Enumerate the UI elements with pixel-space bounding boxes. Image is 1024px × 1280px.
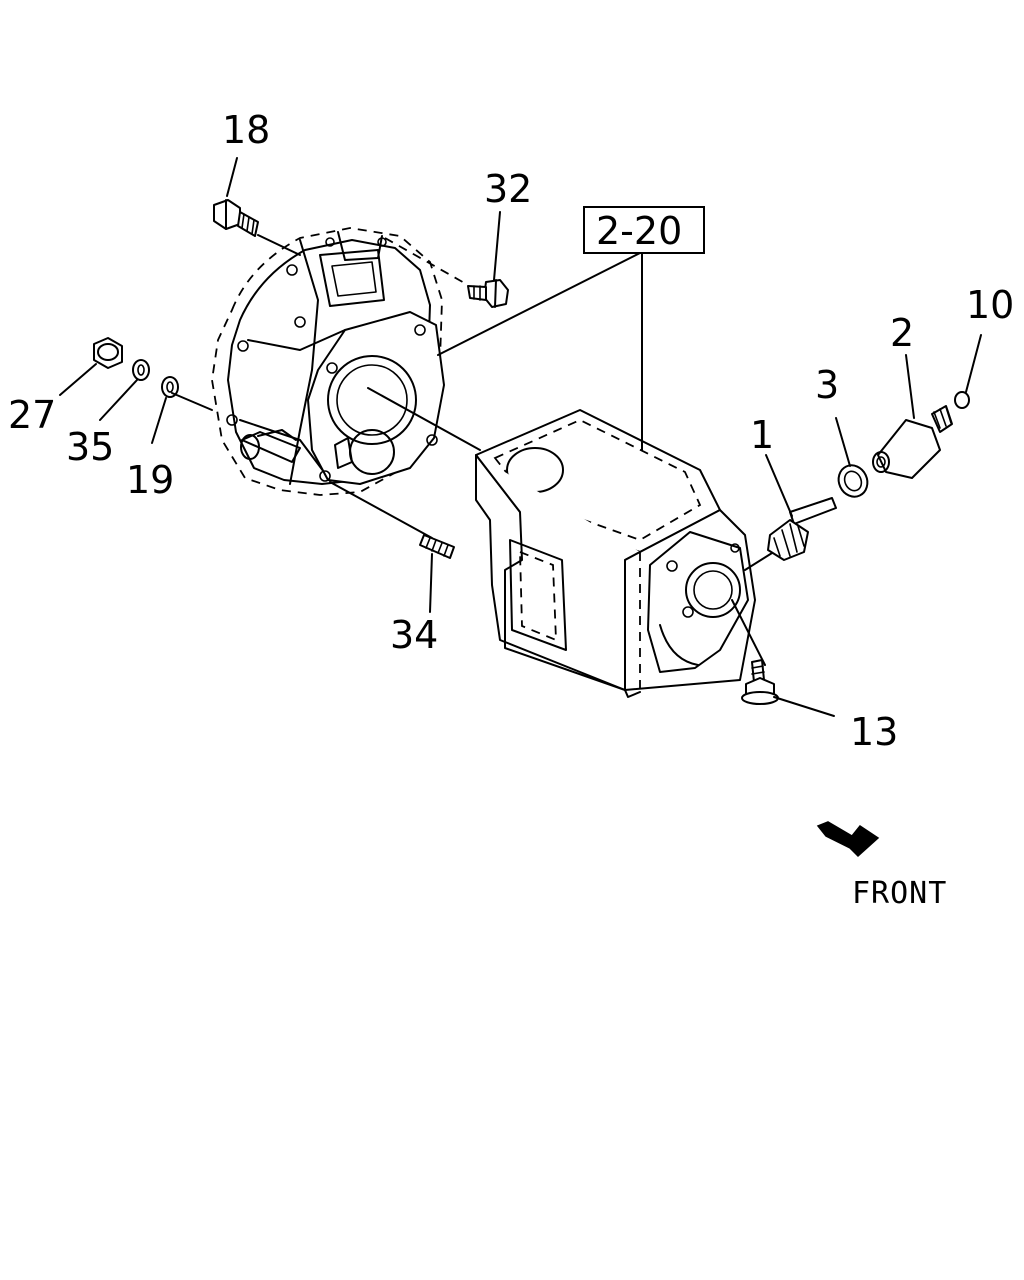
callout-32: 32 <box>484 167 532 211</box>
assembly-lines <box>171 234 781 666</box>
front-arrow-icon <box>816 821 880 858</box>
callout-10: 10 <box>966 283 1014 327</box>
callout-2: 2 <box>890 311 914 355</box>
washer-19 <box>161 376 179 398</box>
callout-19: 19 <box>126 458 174 502</box>
bolt-18 <box>213 199 259 237</box>
callout-18: 18 <box>222 108 270 152</box>
ring-10 <box>954 391 970 409</box>
washer-35 <box>132 359 150 381</box>
driven-gear-1 <box>767 497 837 561</box>
callout-leaders <box>59 157 982 717</box>
reference-box[interactable]: 2-20 <box>583 206 705 254</box>
callout-13: 13 <box>850 710 898 754</box>
reference-box-label: 2-20 <box>596 209 682 253</box>
nut-27 <box>93 337 123 369</box>
bolt-13 <box>741 659 779 705</box>
callout-34: 34 <box>390 613 438 657</box>
callout-3: 3 <box>815 363 839 407</box>
bolt-32 <box>467 279 509 308</box>
callout-27: 27 <box>8 393 56 437</box>
bell-housing <box>211 227 445 496</box>
callout-1: 1 <box>750 413 774 457</box>
callout-35: 35 <box>66 425 114 469</box>
front-label: FRONT <box>852 876 947 911</box>
transmission-case <box>475 409 756 698</box>
stud-34 <box>419 534 455 559</box>
o-ring-3 <box>837 464 869 498</box>
sleeve-2 <box>872 405 953 479</box>
